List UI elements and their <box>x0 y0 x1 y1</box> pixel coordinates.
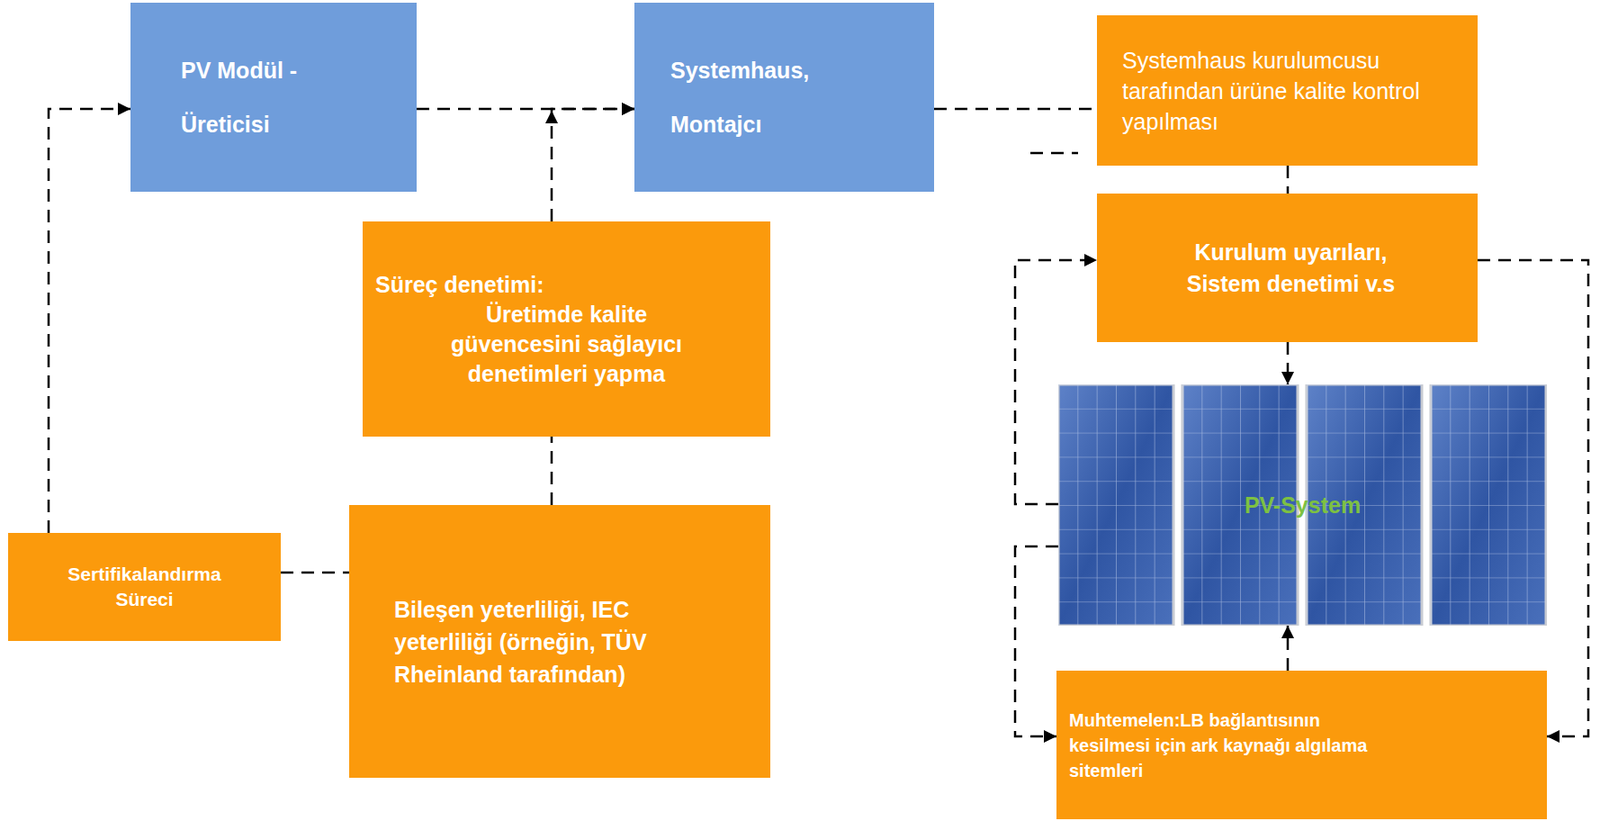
dashed-connector <box>934 108 1097 110</box>
node-text: Kurulum uyarıları, Sistem denetimi v.s <box>1160 236 1422 300</box>
dashed-connector <box>48 108 131 533</box>
node-text: Systemhaus kurulumcusu tarafından ürüne … <box>1122 44 1456 137</box>
dashed-connector <box>1015 260 1097 504</box>
connector-line <box>1286 341 1290 385</box>
node-text: Muhtemelen:LB bağlantısının kesilmesi iç… <box>1069 707 1394 783</box>
connector-line <box>550 436 554 505</box>
process-box: Bileşen yeterliliği, IEC yeterliliği (ör… <box>349 504 771 778</box>
pv-panel <box>1058 384 1174 626</box>
dashed-connector <box>545 108 635 222</box>
process-box: Systemhaus kurulumcusu tarafından ürüne … <box>1096 15 1478 166</box>
connector-line <box>551 108 635 222</box>
dashed-connector <box>551 436 553 505</box>
node-text: PV-System <box>1244 491 1361 519</box>
dashed-connector <box>416 108 635 110</box>
stub-line <box>1030 152 1079 155</box>
dashed-connector <box>1287 341 1289 385</box>
connector-line <box>1015 260 1097 504</box>
connector-line <box>1015 546 1059 737</box>
connector-line <box>280 571 350 575</box>
connector-line <box>416 107 635 111</box>
connector-line <box>1477 260 1589 737</box>
connector-line <box>934 107 1097 111</box>
node-text: Üretimde kalite güvencesini sağlayıcı de… <box>431 299 702 389</box>
dashed-connector <box>1287 625 1289 671</box>
node-text: Bileşen yeterliliği, IEC yeterliliği (ör… <box>394 593 683 691</box>
dashed-connector <box>1015 546 1059 737</box>
process-box: Sertifikalandırma Süreci <box>8 532 281 641</box>
dashed-connector <box>1287 165 1289 194</box>
connector-line <box>1286 165 1290 194</box>
pv-panel <box>1430 384 1547 626</box>
pv-system-node: PV-System <box>1058 384 1547 626</box>
process-box: Muhtemelen:LB bağlantısının kesilmesi iç… <box>1056 670 1547 819</box>
node-text: Sertifikalandırma Süreci <box>41 561 249 612</box>
connector-line <box>48 108 131 533</box>
node-text: Süreç denetimi: <box>375 269 545 300</box>
node-text: PV Modül - Üreticisi <box>180 43 316 152</box>
arrow-head <box>545 110 558 124</box>
installer-box: Systemhaus, Montajcı <box>634 2 935 192</box>
dashed-connector <box>1477 260 1589 737</box>
producer-box: PV Modül - Üreticisi <box>130 2 417 192</box>
dashed-connector <box>280 572 350 574</box>
process-box: Süreç denetimi:Üretimde kalite güvencesi… <box>362 221 771 437</box>
node-text: Systemhaus, Montajcı <box>670 43 869 152</box>
process-box: Kurulum uyarıları, Sistem denetimi v.s <box>1096 193 1478 342</box>
connector-line <box>1286 625 1290 671</box>
